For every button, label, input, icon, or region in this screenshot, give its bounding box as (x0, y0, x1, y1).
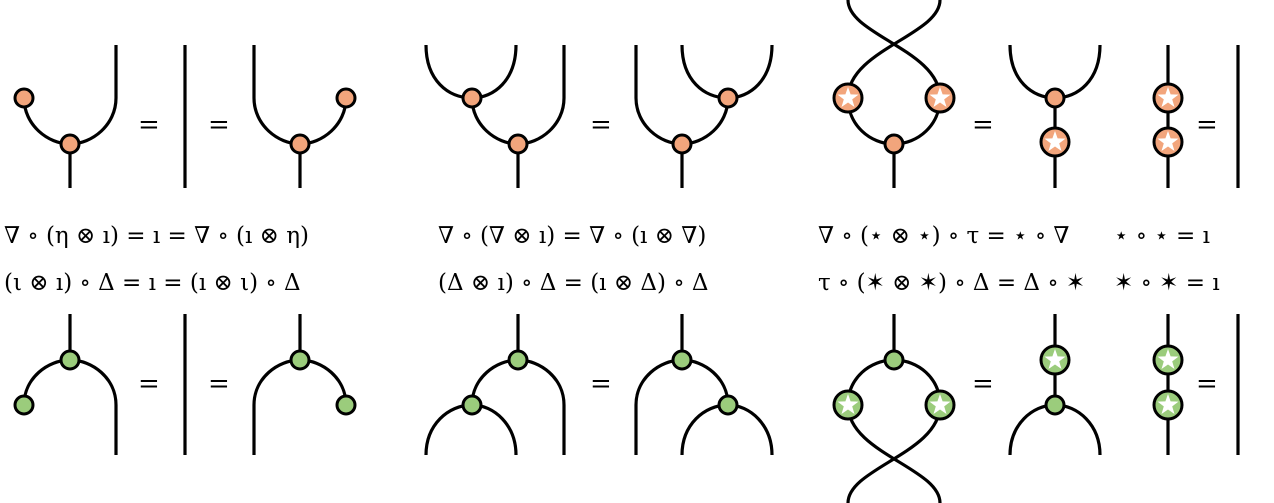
equals-sign: = (1196, 110, 1218, 140)
diagram-costar-swap (832, 314, 956, 503)
wire (22, 45, 118, 146)
formula-bottom-involution: ✶ ∘ ✶ = ı (1114, 270, 1220, 296)
equals-sign: = (138, 369, 160, 399)
comultiplication-node (883, 349, 905, 371)
diagram-left-unit (13, 45, 118, 188)
equals-sign: = (208, 110, 230, 140)
formula-top-antipode: ∇ ∘ (⋆ ⊗ ⋆) ∘ τ = ⋆ ∘ ∇ (818, 223, 1069, 249)
equals-sign: = (138, 110, 160, 140)
multiplication-node (1044, 87, 1066, 109)
comultiplication-node (59, 349, 81, 371)
coassociativity-comultiplication: = (424, 314, 774, 456)
comultiplication-node (671, 349, 693, 371)
involution-star: = (1152, 45, 1240, 188)
diagram-right-unit (252, 45, 357, 188)
wire (252, 45, 348, 146)
equals-sign: = (590, 369, 612, 399)
wire (22, 358, 118, 455)
formula-top-assoc: ∇ ∘ (∇ ⊗ ı) = ∇ ∘ (ı ⊗ ∇) (438, 223, 706, 249)
multiplication-node (671, 133, 693, 155)
wire (846, 0, 942, 99)
wire (252, 358, 348, 455)
counit-law-comultiplication: = = (13, 314, 357, 455)
unit-law-multiplication: = = (13, 45, 357, 188)
counit-node (335, 394, 357, 416)
antipode-law-comultiplication: = (832, 314, 1102, 503)
unit-node (13, 87, 35, 109)
formula-bottom-coassoc: (Δ ⊗ ı) ∘ Δ = (ı ⊗ Δ) ∘ Δ (438, 270, 709, 296)
multiplication-node (461, 87, 483, 109)
associativity-multiplication: = (424, 44, 774, 188)
equals-sign: = (972, 369, 994, 399)
comultiplication-node (289, 349, 311, 371)
comultiplication-node (1044, 394, 1066, 416)
equals-sign: = (208, 369, 230, 399)
involution-costar: = (1152, 314, 1240, 455)
unit-node (335, 87, 357, 109)
wire (846, 404, 942, 503)
comultiplication-node (507, 349, 529, 371)
multiplication-node (59, 133, 81, 155)
equals-sign: = (972, 110, 994, 140)
diagram-left-counit (13, 314, 118, 455)
diagram-mult-then-star (1008, 44, 1102, 188)
wire (846, 404, 942, 503)
counit-node (13, 394, 35, 416)
equals-sign: = (1196, 369, 1218, 399)
formula-rows: ∇ ∘ (η ⊗ ı) = ı = ∇ ∘ (ı ⊗ η) ∇ ∘ (∇ ⊗ ı… (4, 223, 1220, 296)
formula-bottom-counit: (ι ⊗ ı) ∘ Δ = ı = (ı ⊗ ι) ∘ Δ (4, 270, 301, 296)
diagram-left-coassoc (424, 314, 566, 456)
multiplication-node (507, 133, 529, 155)
wire (846, 0, 942, 99)
diagram-swap-star (832, 0, 956, 188)
comultiplication-node (461, 394, 483, 416)
multiplication-node (289, 133, 311, 155)
formula-top-involution: ⋆ ∘ ⋆ = ı (1114, 223, 1210, 249)
diagram-right-coassoc (634, 314, 774, 456)
diagram-left-assoc (424, 44, 566, 188)
multiplication-node (883, 133, 905, 155)
formula-top-unit: ∇ ∘ (η ⊗ ı) = ı = ∇ ∘ (ı ⊗ η) (4, 223, 309, 249)
diagram-right-assoc (634, 44, 774, 188)
antipode-law-multiplication: = (832, 0, 1102, 188)
comultiplication-node (717, 394, 739, 416)
multiplication-node (717, 87, 739, 109)
equals-sign: = (590, 110, 612, 140)
formula-bottom-antipode: τ ∘ (✶ ⊗ ✶) ∘ Δ = Δ ∘ ✶ (818, 270, 1085, 296)
diagram-star-then-comult (1008, 314, 1102, 456)
diagram-right-counit (252, 314, 357, 455)
